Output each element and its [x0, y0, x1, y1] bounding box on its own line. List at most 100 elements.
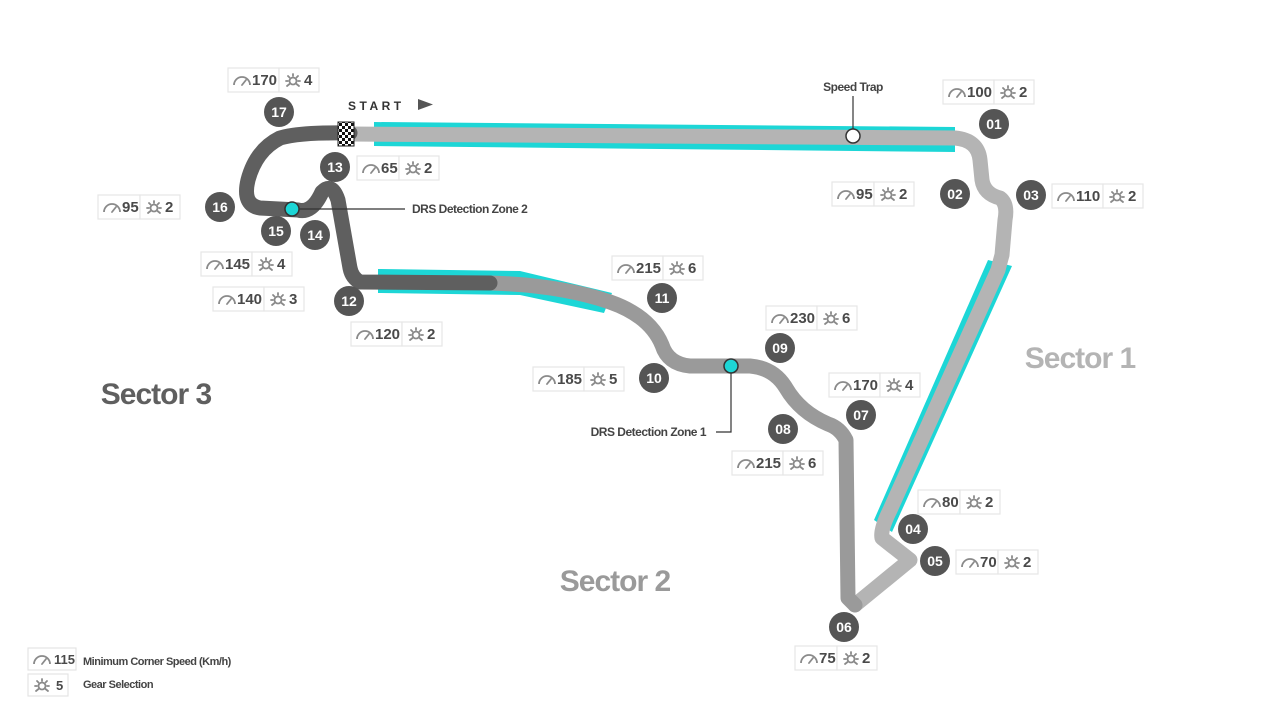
corner-speed: 110	[1076, 188, 1100, 205]
corner-speed: 230	[790, 310, 815, 327]
corner-marker	[1016, 180, 1046, 210]
chequered-flag-icon	[337, 121, 355, 147]
corner-info-box: 70 2	[955, 549, 1039, 575]
speed-trap-label: Speed Trap	[823, 80, 883, 94]
corner-gear: 2	[427, 326, 435, 343]
corner-15: 15 145 4	[200, 216, 293, 277]
corner-gear: 2	[424, 160, 432, 177]
drs-zones	[374, 122, 1012, 532]
corner-number: 15	[268, 223, 284, 239]
sector-1-label: Sector 1	[1025, 342, 1136, 375]
corner-marker	[320, 152, 350, 182]
corner-gear: 4	[304, 72, 313, 89]
corner-speed: 140	[237, 291, 262, 308]
corner-gear: 4	[277, 256, 286, 273]
corner-number: 02	[947, 186, 963, 202]
speed-trap-point	[845, 128, 861, 144]
corner-speed: 145	[225, 256, 250, 273]
corner-number: 05	[927, 553, 943, 569]
corner-number: 13	[327, 159, 343, 175]
drs-detection-point-2	[284, 201, 300, 217]
corner-marker	[920, 546, 950, 576]
corner-number: 10	[646, 370, 662, 386]
corner-number: 03	[1023, 187, 1039, 203]
corner-info-box: 140 3	[212, 286, 305, 312]
corner-speed: 120	[375, 326, 400, 343]
corner-12: 12 120 2	[334, 286, 443, 347]
corner-number: 01	[986, 116, 1002, 132]
corner-gear: 2	[985, 494, 993, 511]
corner-gear: 2	[1128, 188, 1136, 205]
corner-number: 07	[853, 407, 869, 423]
corner-gear: 2	[1019, 84, 1027, 101]
legend-gear-label: Gear Selection	[83, 679, 154, 691]
start-flag-icon	[418, 99, 433, 110]
corner-number: 06	[836, 619, 852, 635]
corner-marker	[261, 216, 291, 246]
corner-speed: 170	[853, 377, 878, 394]
corner-marker	[829, 612, 859, 642]
corner-speed: 170	[252, 72, 277, 89]
legend-speed-label: Minimum Corner Speed (Km/h)	[83, 656, 232, 668]
corner-marker	[979, 109, 1009, 139]
corner-speed: 215	[756, 455, 781, 472]
start-label: START	[348, 99, 405, 113]
corner-marker	[639, 363, 669, 393]
corner-marker	[334, 286, 364, 316]
corner-marker	[846, 400, 876, 430]
corner-05: 05 70 2	[920, 546, 1039, 576]
corner-number: 12	[341, 293, 357, 309]
corner-info-box: 230 6	[765, 305, 858, 331]
drs-detection-point-1	[723, 358, 739, 374]
corner-number: 11	[655, 290, 670, 306]
corner-number: 14	[307, 227, 323, 243]
corner-info-box: 215 6	[731, 450, 824, 476]
detection-points	[284, 96, 861, 433]
corner-speed: 185	[557, 371, 582, 388]
corner-gear: 2	[1023, 554, 1031, 571]
legend-gear-value: 5	[56, 678, 63, 693]
legend: 115 Minimum Corner Speed (Km/h) 5 Gear S…	[27, 647, 232, 697]
corner-gear: 6	[842, 310, 850, 327]
corner-speed: 70	[980, 554, 997, 571]
corner-gear: 4	[905, 377, 914, 394]
legend-speed-value: 115	[54, 652, 75, 667]
corner-info-box: 120 2	[350, 321, 443, 347]
corner-gear: 3	[289, 291, 297, 308]
drs-zone-2-label: DRS Detection Zone 2	[412, 202, 528, 216]
corner-14: 14 140 3	[212, 220, 330, 312]
corner-speed: 215	[636, 260, 661, 277]
corner-number: 16	[212, 199, 228, 215]
corner-marker	[898, 514, 928, 544]
corner-gear: 2	[899, 186, 907, 203]
corner-gear: 2	[862, 650, 870, 667]
corner-number: 04	[905, 521, 921, 537]
corner-gear: 6	[808, 455, 816, 472]
corner-marker	[765, 333, 795, 363]
sector-3-label: Sector 3	[101, 378, 212, 411]
corner-marker	[264, 97, 294, 127]
start-line: START	[337, 99, 433, 147]
corner-number: 17	[271, 104, 287, 120]
